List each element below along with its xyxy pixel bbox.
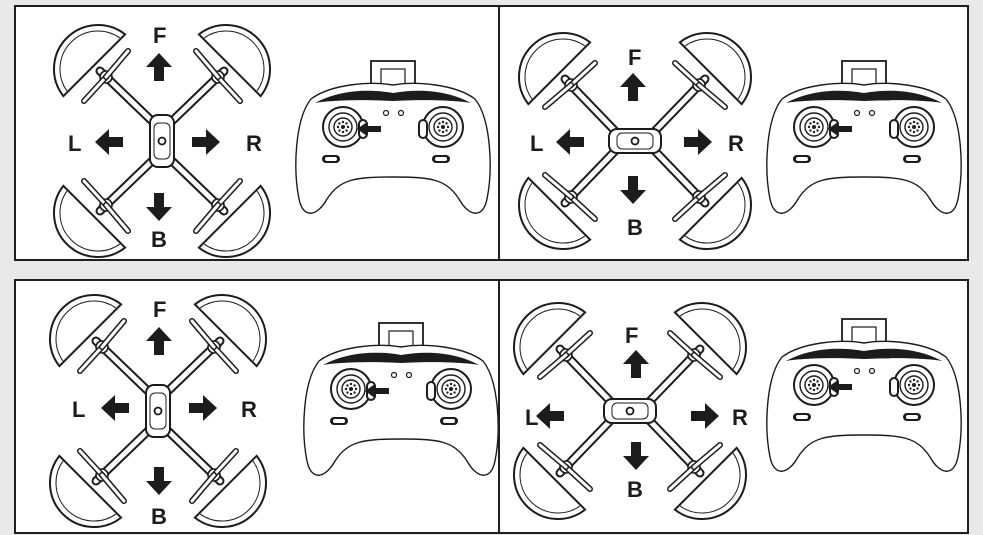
label-backward: B xyxy=(627,215,643,240)
drone-icon xyxy=(49,294,267,528)
label-left: L xyxy=(530,131,544,156)
label-right: R xyxy=(732,405,748,430)
arrow-right-icon xyxy=(691,403,719,429)
arrow-up-icon xyxy=(623,350,649,378)
arrow-right-icon xyxy=(192,129,220,155)
pointer-arrow-icon xyxy=(828,122,852,136)
label-left: L xyxy=(525,405,539,430)
arrow-up-icon xyxy=(146,327,172,355)
arrow-right-icon xyxy=(684,129,712,155)
arrow-left-icon xyxy=(101,395,129,421)
instruction-panel: F B L R xyxy=(498,279,969,534)
drone-icon xyxy=(513,302,747,520)
drone-icon xyxy=(53,24,271,258)
controller-icon xyxy=(303,322,498,476)
arrow-down-icon xyxy=(146,467,172,495)
label-backward: B xyxy=(627,477,643,502)
instruction-panel: F B L R xyxy=(498,5,969,261)
arrow-left-icon xyxy=(95,129,123,155)
label-forward: F xyxy=(625,323,639,348)
label-right: R xyxy=(241,397,257,422)
pointer-arrow-icon xyxy=(357,122,381,136)
panel-illustration xyxy=(518,32,962,250)
arrow-down-icon xyxy=(623,442,649,470)
arrow-down-icon xyxy=(620,176,646,204)
label-left: L xyxy=(72,397,86,422)
arrow-up-icon xyxy=(146,53,172,81)
panel-illustration xyxy=(53,24,491,258)
label-right: R xyxy=(728,131,744,156)
controller-icon xyxy=(295,60,491,214)
instruction-panel: F B L R xyxy=(14,5,500,261)
arrow-down-icon xyxy=(146,193,172,221)
pointer-arrow-icon xyxy=(828,380,852,394)
instruction-panel: F B L R xyxy=(14,279,500,534)
panel-illustration xyxy=(513,302,962,520)
arrow-up-icon xyxy=(620,73,646,101)
arrow-right-icon xyxy=(189,395,217,421)
label-forward: F xyxy=(153,297,167,322)
label-forward: F xyxy=(153,23,167,48)
pointer-arrow-icon xyxy=(365,384,389,398)
controller-icon xyxy=(766,60,962,214)
panel-illustration xyxy=(49,294,498,528)
arrow-left-icon xyxy=(536,403,564,429)
label-backward: B xyxy=(151,504,167,529)
controller-icon xyxy=(766,318,962,472)
arrow-left-icon xyxy=(556,129,584,155)
label-left: L xyxy=(68,131,82,156)
label-forward: F xyxy=(628,45,642,70)
label-right: R xyxy=(246,131,262,156)
drone-icon xyxy=(518,32,752,250)
label-backward: B xyxy=(151,227,167,252)
